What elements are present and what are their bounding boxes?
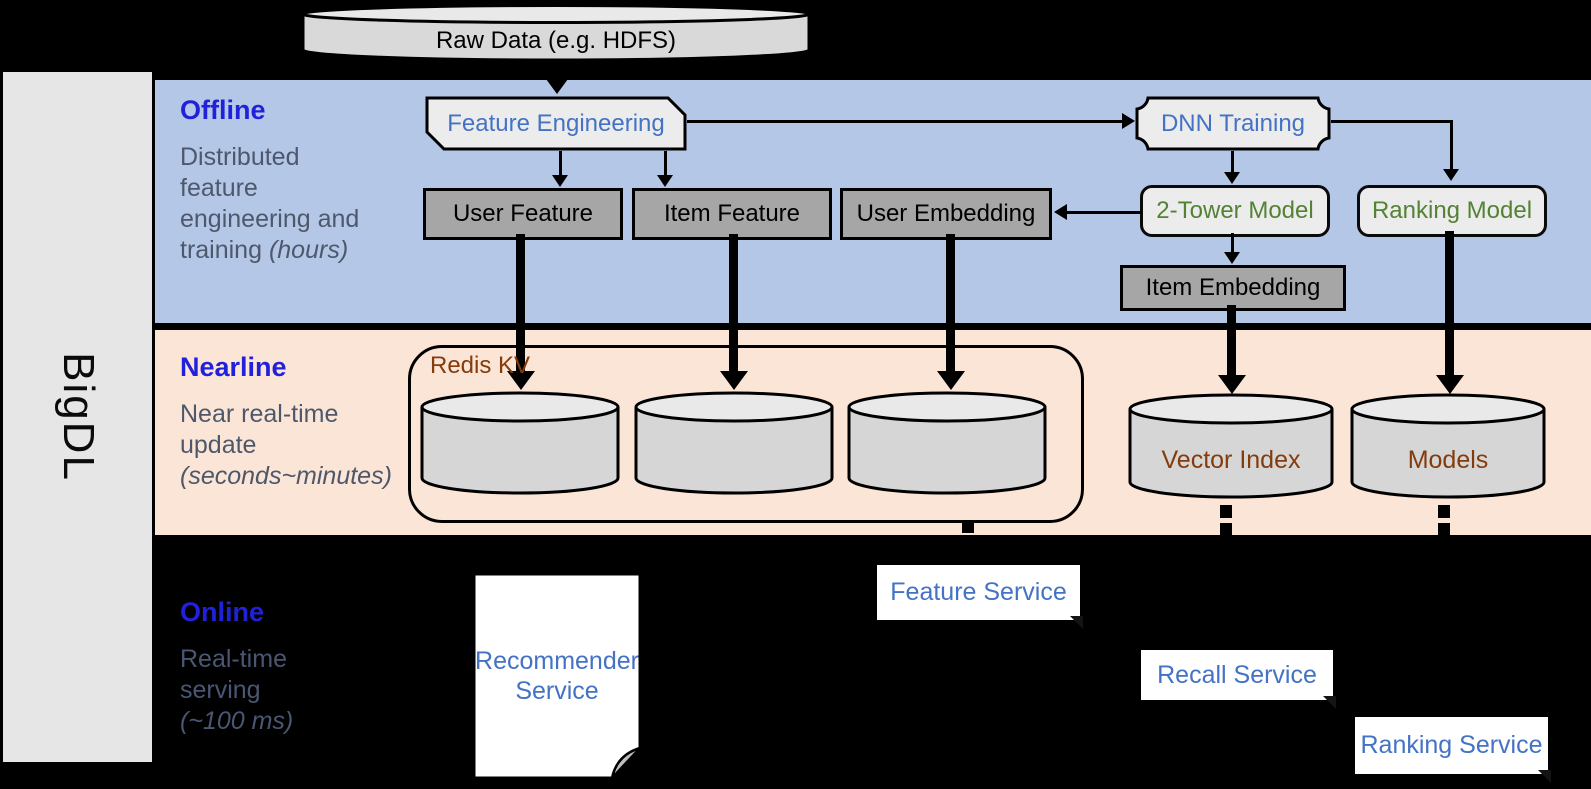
arrow-fe-to-item-feature xyxy=(664,151,667,176)
recommender-service-label: Recommender Service xyxy=(472,572,642,789)
user-feature-label: User Feature xyxy=(452,200,594,227)
arrow-fe-to-item-feature-head xyxy=(657,175,673,187)
nearline-subtitle: Near real-time update (seconds~minutes) xyxy=(180,399,392,492)
arrow-dnn-to-ranking-head xyxy=(1443,169,1459,181)
dashed-connector-models-dash1 xyxy=(1438,505,1450,518)
arrow-item-embedding-to-vector-index xyxy=(1227,305,1236,376)
document-shape xyxy=(472,572,645,783)
dashed-connector-models-dash2 xyxy=(1438,523,1450,536)
ranking-model-label: Ranking Model xyxy=(1371,197,1533,224)
arrow-dnn-to-ranking-hsegment xyxy=(1331,120,1453,123)
recommender-service-label-line1: Recommender xyxy=(475,647,639,675)
arrow-dnn-to-two-tower-head xyxy=(1224,172,1240,184)
arrow-ranking-model-to-models xyxy=(1445,231,1454,376)
dashed-arrow-redis-to-feature-service-head xyxy=(954,536,982,555)
online-title: Online xyxy=(180,597,265,627)
item-feature-node: Item Feature xyxy=(632,188,832,240)
two-tower-model-node: 2-Tower Model xyxy=(1140,185,1330,237)
arrow-two-tower-to-item-embedding xyxy=(1231,233,1234,253)
ranking-model-node: Ranking Model xyxy=(1357,185,1547,237)
offline-title: Offline xyxy=(180,95,266,125)
dashed-arrow-redis-to-feature-service-dash xyxy=(962,520,974,533)
ranking-service-label: Ranking Service xyxy=(1360,731,1543,759)
arrow-fe-to-user-feature xyxy=(559,151,562,176)
raw-data-store: Raw Data (e.g. HDFS) xyxy=(300,3,812,63)
arrow-user-feature-to-redis xyxy=(516,234,525,372)
user-feature-node: User Feature xyxy=(423,188,623,240)
online-subtitle-line1: Real-time xyxy=(180,645,287,673)
models-store: Models xyxy=(1350,392,1546,500)
models-label: Models xyxy=(1407,445,1489,474)
nearline-subtitle-line2: update xyxy=(180,431,257,459)
two-tower-model-label: 2-Tower Model xyxy=(1156,197,1314,224)
arrow-dnn-to-ranking-vsegment xyxy=(1450,120,1453,170)
arrow-two-tower-to-item-embedding-head xyxy=(1224,252,1240,264)
item-embedding-label: Item Embedding xyxy=(1145,274,1321,301)
arrow-fe-to-dnn-head xyxy=(1122,113,1135,129)
nearline-subtitle-line3: (seconds~minutes) xyxy=(180,462,392,490)
offline-subtitle-line4: training (hours) xyxy=(180,236,349,264)
arrow-user-embedding-to-redis xyxy=(946,234,955,372)
bigdl-sidebar: BigDL xyxy=(3,72,152,762)
user-embedding-node: User Embedding xyxy=(840,188,1052,240)
dnn-training-label: DNN Training xyxy=(1160,109,1306,137)
offline-subtitle: Distributed feature engineering and trai… xyxy=(180,142,359,266)
feature-service-label: Feature Service xyxy=(890,578,1067,606)
arrow-rawdata-to-fe-head xyxy=(546,79,568,94)
feature-engineering-label: Feature Engineering xyxy=(447,109,665,137)
dnn-training-node: DNN Training xyxy=(1135,96,1331,151)
redis-shard-cylinder-3 xyxy=(847,390,1047,496)
recall-service-node: Recall Service xyxy=(1141,650,1336,709)
dashed-connector-vector-index-dash2 xyxy=(1220,523,1232,536)
arrow-ranking-model-to-models-head xyxy=(1436,375,1464,394)
item-embedding-node: Item Embedding xyxy=(1120,265,1346,311)
ranking-service-node: Ranking Service xyxy=(1355,717,1551,783)
arrow-fe-to-user-feature-head xyxy=(552,175,568,187)
online-subtitle-line2: serving xyxy=(180,676,261,704)
recall-service-fold-corner xyxy=(1323,696,1336,709)
recall-service-label: Recall Service xyxy=(1157,660,1317,689)
dashed-connector-vector-index-dash1 xyxy=(1220,505,1232,518)
bigdl-logo-text: BigDL xyxy=(53,352,103,482)
item-feature-label: Item Feature xyxy=(663,200,801,227)
arrow-item-feature-to-redis-head xyxy=(720,371,748,390)
online-subtitle-line3: (~100 ms) xyxy=(180,707,294,735)
redis-kv-label: Redis KV xyxy=(430,352,531,379)
redis-shard-cylinder-1 xyxy=(420,390,620,496)
nearline-title: Nearline xyxy=(180,352,287,382)
offline-subtitle-line3: engineering and xyxy=(180,205,360,233)
recommender-service-node: Recommender Service xyxy=(472,572,645,783)
raw-data-label: Raw Data (e.g. HDFS) xyxy=(435,27,677,54)
arrow-dnn-to-two-tower xyxy=(1231,151,1234,173)
redis-shard-cylinder-2 xyxy=(634,390,834,496)
feature-service-node: Feature Service xyxy=(877,565,1083,629)
plaque-shape xyxy=(1135,96,1331,151)
vector-index-store: Vector Index xyxy=(1128,392,1334,500)
arrow-user-embedding-to-redis-head xyxy=(937,371,965,390)
arrow-fe-to-dnn xyxy=(687,120,1123,123)
feature-engineering-node: Feature Engineering xyxy=(425,96,687,151)
arrow-rawdata-to-fe xyxy=(553,62,560,80)
arrow-two-tower-to-user-embedding-head xyxy=(1054,204,1067,220)
redis-kv-container xyxy=(408,345,1084,523)
nearline-subtitle-line1: Near real-time xyxy=(180,400,339,428)
recommender-service-label-line2: Service xyxy=(515,677,599,705)
vector-index-label: Vector Index xyxy=(1161,445,1301,474)
offline-subtitle-line2: feature xyxy=(180,174,258,202)
arrow-item-feature-to-redis xyxy=(729,234,738,372)
online-subtitle: Real-time serving (~100 ms) xyxy=(180,644,293,737)
feature-service-fold-corner xyxy=(1070,616,1083,629)
card-shape xyxy=(425,96,687,151)
offline-subtitle-line1: Distributed xyxy=(180,143,300,171)
arrow-two-tower-to-user-embedding xyxy=(1066,211,1142,214)
cylinder-shape xyxy=(301,4,811,62)
user-embedding-label: User Embedding xyxy=(856,200,1036,227)
arrow-item-embedding-to-vector-index-head xyxy=(1218,375,1246,394)
arrow-user-feature-to-redis-head xyxy=(507,371,535,390)
ranking-service-fold-corner xyxy=(1538,770,1551,783)
